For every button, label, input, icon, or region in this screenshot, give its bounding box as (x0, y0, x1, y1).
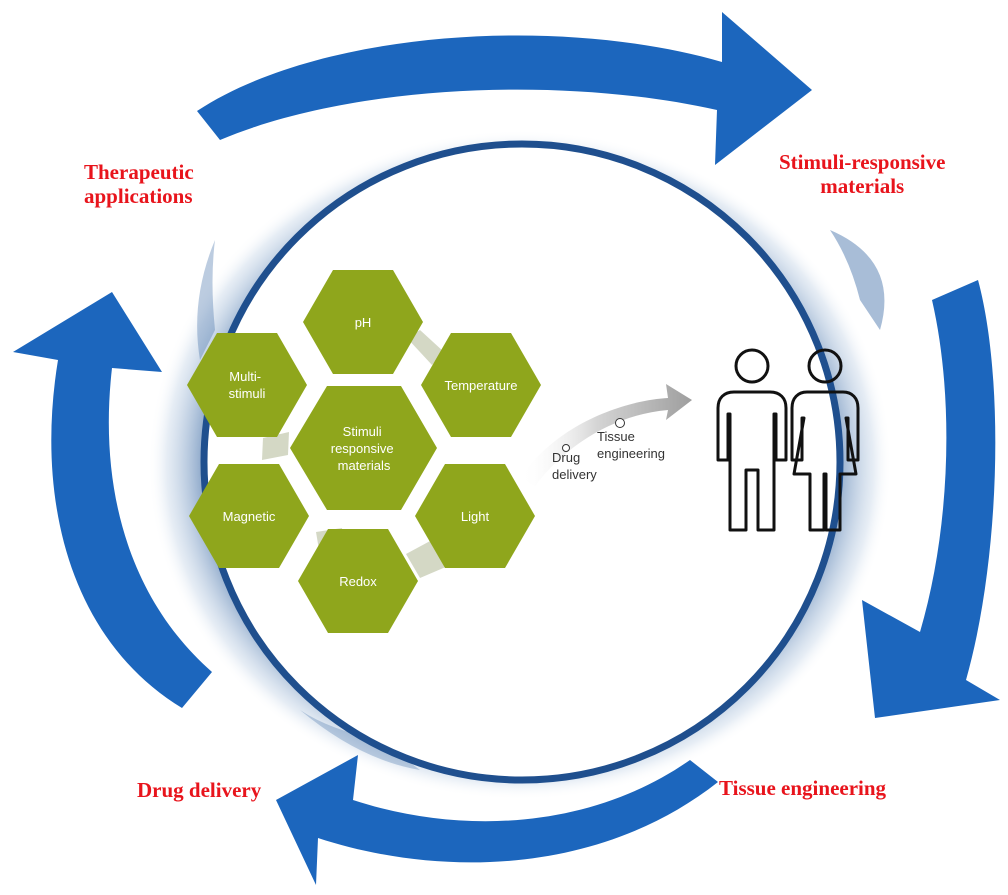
cycle-arrows (13, 12, 1000, 885)
drug-delivery-label: Drug delivery (552, 450, 597, 482)
drug-line-2: delivery (552, 467, 597, 482)
hex-center-line-1: Stimuli (343, 424, 382, 439)
tissue-line-2: engineering (597, 446, 665, 461)
hex-ph-label: pH (355, 315, 372, 330)
cycle-arrow-bottom (276, 755, 718, 885)
label-stimuli-line-1: Stimuli-responsive (779, 150, 946, 174)
label-drug-delivery: Drug delivery (137, 778, 262, 802)
hex-light (415, 464, 535, 568)
label-stimuli-responsive: Stimuli-responsive materials (779, 150, 945, 198)
hex-multi (187, 333, 307, 437)
application-arrow (520, 384, 692, 486)
hex-center-label: Stimuli responsive materials (331, 424, 398, 473)
hex-temperature (421, 333, 541, 437)
hex-light-label: Light (461, 509, 490, 524)
hex-multi-label: Multi- stimuli (229, 369, 266, 401)
label-therapeutic-line-2: applications (84, 184, 193, 208)
label-stimuli-line-2: materials (820, 174, 905, 198)
label-therapeutic-applications: Therapeutic applications (84, 160, 194, 208)
hexagon-cluster: Stimuli responsive materials pH Temperat… (187, 270, 541, 633)
drug-bullet (562, 444, 570, 452)
hex-redox-label: Redox (339, 574, 377, 589)
hex-temperature-label: Temperature (445, 378, 518, 393)
hex-redox (298, 529, 418, 633)
hex-ph (303, 270, 423, 374)
hex-multi-line-2: stimuli (229, 386, 266, 401)
cycle-arrow-right (862, 280, 1000, 718)
hex-center (290, 386, 437, 510)
tissue-bullet (615, 418, 625, 428)
drug-line-1: Drug (552, 450, 580, 465)
hex-multi-line-1: Multi- (229, 369, 261, 384)
hex-magnetic-label: Magnetic (223, 509, 276, 524)
hex-magnetic (189, 464, 309, 568)
tissue-line-1: Tissue (597, 429, 635, 444)
person-female-icon (790, 348, 860, 532)
tissue-engineering-label: Tissue engineering (597, 429, 665, 461)
label-therapeutic-line-1: Therapeutic (84, 160, 194, 184)
cycle-arrow-top (197, 12, 812, 165)
cycle-arrow-left (13, 292, 212, 708)
hex-center-line-3: materials (338, 458, 391, 473)
label-tissue-engineering: Tissue engineering (719, 776, 887, 800)
arrow-annotations: Drug delivery Tissue engineering (552, 418, 665, 482)
person-male-icon (716, 348, 788, 532)
hex-center-line-2: responsive (331, 441, 394, 456)
